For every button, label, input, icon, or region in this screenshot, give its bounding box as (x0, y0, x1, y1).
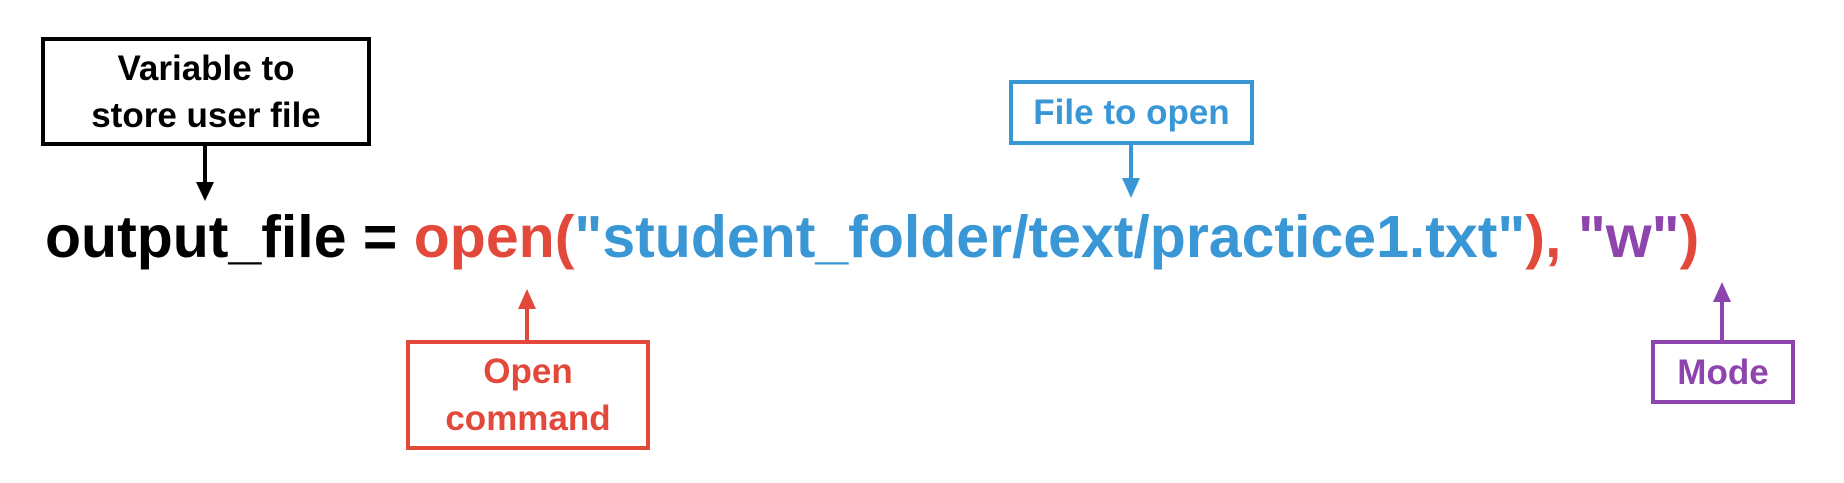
variable-arrow (196, 146, 214, 201)
variable-annotation-line2: store user file (91, 95, 321, 135)
mode-annotation-box: Mode (1651, 340, 1795, 404)
code-paren-open: ( (554, 204, 575, 270)
code-open-function: open (413, 204, 555, 270)
variable-annotation-box: Variable to store user file (41, 37, 371, 146)
file-annotation-label: File to open (1033, 93, 1230, 132)
open-annotation-line1: Open (483, 352, 573, 391)
variable-annotation-line1: Variable to (117, 48, 295, 88)
code-paren-close-comma: ), (1525, 204, 1578, 270)
file-annotation-box: File to open (1009, 80, 1254, 145)
code-assign: = (346, 204, 414, 270)
mode-arrow (1713, 282, 1731, 340)
code-statement: output_file = open("student_folder/text/… (45, 203, 1699, 271)
open-arrow (518, 289, 536, 340)
code-file-path: "student_folder/text/practice1.txt" (574, 204, 1526, 270)
code-variable: output_file (45, 204, 347, 270)
code-paren-close: ) (1679, 204, 1700, 270)
file-arrow (1122, 145, 1140, 198)
open-annotation-line2: command (445, 399, 611, 438)
open-annotation-box: Open command (406, 340, 650, 450)
mode-annotation-label: Mode (1677, 352, 1769, 392)
code-mode: "w" (1577, 204, 1680, 270)
